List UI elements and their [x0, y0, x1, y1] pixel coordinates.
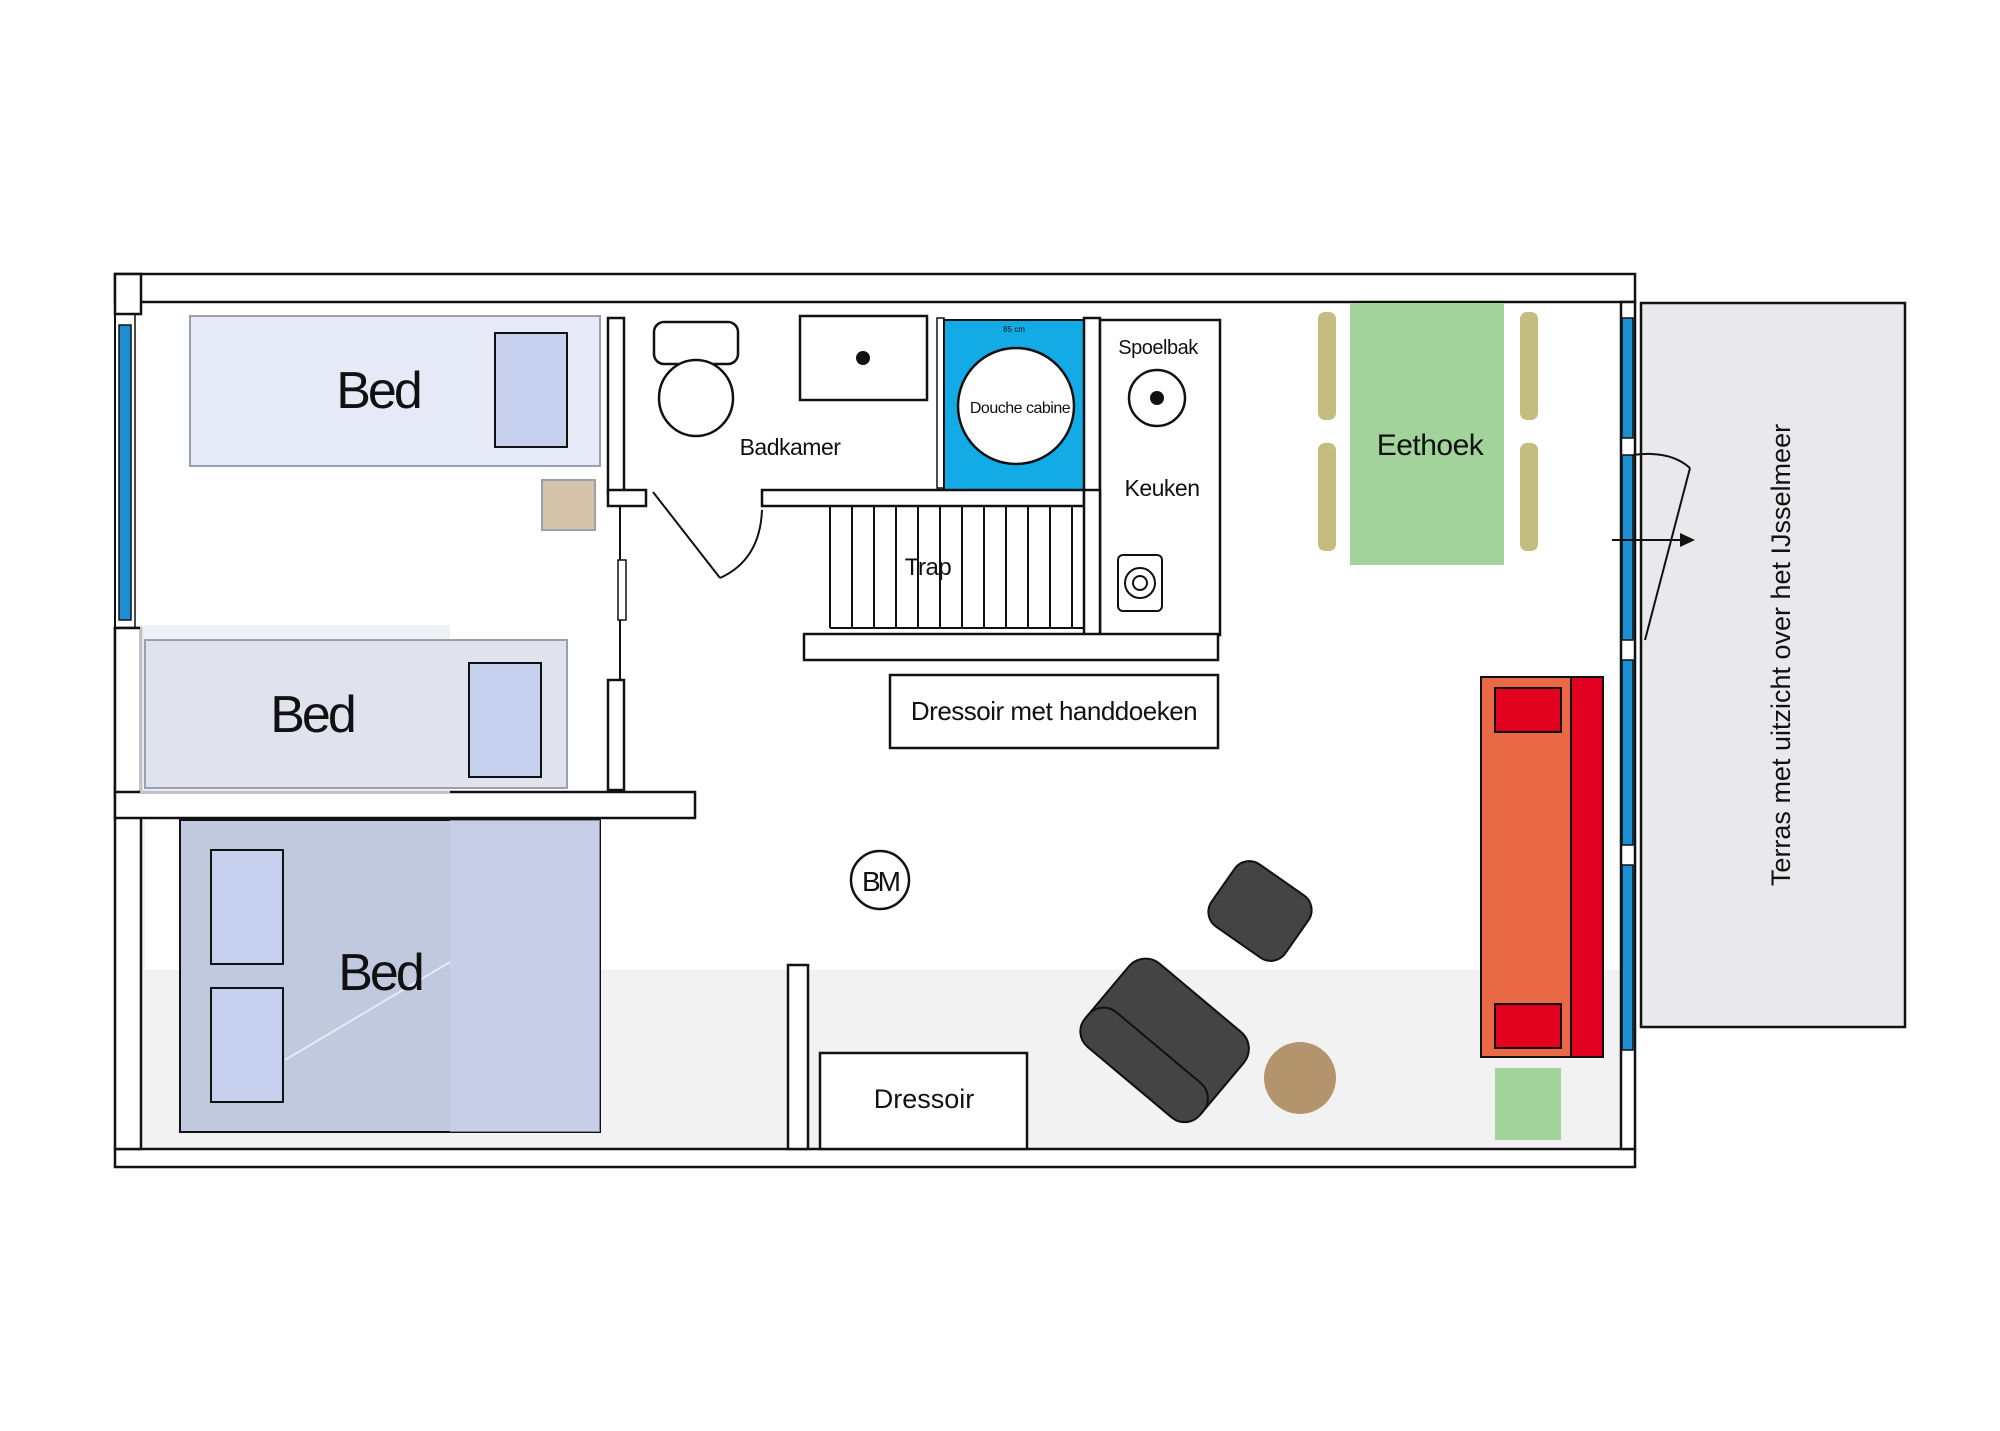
armchair [1079, 957, 1250, 1124]
sofa-back [1569, 676, 1604, 1058]
side-table [1264, 1042, 1336, 1114]
ottoman [1207, 860, 1313, 962]
terrace [1639, 301, 1907, 1029]
dining-label: Eethoek [1377, 429, 1485, 462]
bed-bottom-pillow-2 [210, 987, 284, 1103]
bed-bottom-label: Bed [338, 944, 422, 1002]
dresser-towels [888, 673, 1220, 750]
shower-label: Douche cabine [970, 400, 1071, 417]
terrace-label: Terras met uitzicht over het IJsselmeer [1766, 424, 1796, 886]
terrace-door-leaf [1644, 467, 1691, 641]
sink-label: Spoelbak [1118, 337, 1199, 359]
dining-chair-3 [1520, 312, 1538, 420]
dresser-label: Dressoir [874, 1084, 975, 1114]
bed-bottom-fold [450, 820, 600, 1132]
toilet-tank [652, 320, 740, 366]
window-right-3 [1621, 659, 1634, 846]
stairs-label: Trap [905, 554, 952, 581]
toilet-bowl [657, 358, 735, 438]
sliding-door-panel [617, 559, 627, 621]
window-right-2 [1621, 454, 1634, 641]
bath-wall-right [1082, 316, 1102, 495]
dining-chair-2 [1318, 443, 1336, 551]
wall-door-jamb [606, 488, 648, 508]
dining-table [1350, 303, 1504, 565]
wall-left-stub [113, 626, 143, 795]
sofa-seat [1480, 676, 1572, 1058]
wall-top [113, 272, 1637, 304]
stairs-wall-bottom [802, 632, 1220, 662]
wall-bedroom-divider-v [606, 316, 626, 495]
plant [1495, 1068, 1561, 1140]
wall-bottom [113, 1147, 1637, 1169]
bed-middle-pillow [468, 662, 542, 778]
wall-top-corner [113, 272, 143, 316]
window-right-4 [1621, 864, 1634, 1051]
dresser [818, 1051, 1029, 1151]
dining-chair-1 [1318, 312, 1336, 420]
shower-wall [936, 317, 945, 489]
dining-chair-4 [1520, 443, 1538, 551]
wall-lower-stub [786, 963, 810, 1151]
stairs-landing-wall [760, 488, 1086, 508]
bed-top-pillow [494, 332, 568, 448]
bed-bottom-pillow-1 [210, 849, 284, 965]
stairs-rail-right [1082, 488, 1102, 637]
wall-bedroom-divider-h [113, 790, 697, 820]
terrace-door-swing [1632, 452, 1691, 469]
bed-bottom-crease [284, 961, 451, 1061]
logo-text: BM [862, 866, 900, 897]
stove-burner-outer [1124, 567, 1156, 599]
wall-bedroom-divider-v2 [606, 678, 626, 792]
sofa-armrest-top [1494, 687, 1562, 733]
stove-icon [1117, 554, 1163, 612]
kitchen-label: Keuken [1124, 475, 1199, 501]
sofa-armrest-bottom [1494, 1003, 1562, 1049]
stairs [829, 506, 1084, 629]
dresser-towels-label: Dressoir met handdoeken [911, 696, 1197, 726]
sink-drain-icon [1150, 391, 1164, 405]
window-right-1 [1621, 317, 1634, 439]
bed-top-label: Bed [336, 362, 420, 420]
bathroom-label: Badkamer [740, 434, 842, 460]
nightstand [541, 479, 596, 531]
terrace-arrow-icon [1680, 533, 1695, 547]
shower-size-label: 85 cm [1003, 325, 1025, 334]
bathroom-door-swing [652, 491, 763, 579]
window-left [118, 324, 132, 621]
logo-circle [849, 849, 911, 911]
bed-middle-label: Bed [270, 686, 354, 744]
stove-burner-inner [1132, 575, 1148, 591]
washbasin-drain-icon [856, 351, 870, 365]
shower-tray [956, 346, 1076, 466]
